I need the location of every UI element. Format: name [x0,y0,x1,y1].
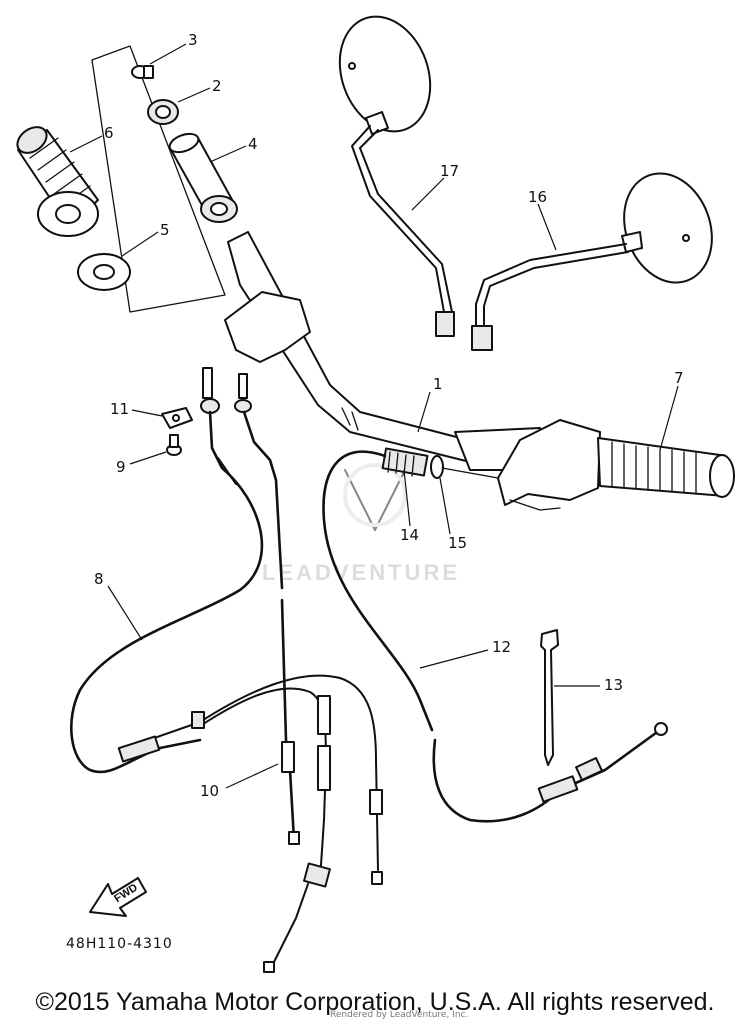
leader-4 [209,145,247,163]
throttle-cable-2-upper [242,410,284,590]
callout-6: 6 [104,124,114,142]
clutch-cable-fitting [537,722,668,803]
callout-5: 5 [160,221,170,239]
watermark-logo [343,463,407,531]
leader-16 [537,203,557,251]
callout-8: 8 [94,570,104,588]
callout-7: 7 [674,369,684,387]
cable-band [540,629,559,766]
callout-14: 14 [400,526,419,544]
cable-holder [161,407,193,429]
diagram-code: 48H110-4310 [66,936,173,952]
throttle-cable-1 [69,410,264,774]
callout-15: 15 [448,534,467,552]
throttle-cable-1-sleeve [217,457,237,485]
callout-10: 10 [200,782,219,800]
copyright-notice: ©2015 Yamaha Motor Corporation, U.S.A. A… [35,988,715,1016]
callout-13: 13 [604,676,623,694]
left-grip [16,126,99,237]
callout-16: 16 [528,188,547,206]
throttle-cable-junction [119,674,379,871]
rendered-by-credit: Rendered by LeadVenture, Inc. [330,1010,469,1020]
throttle-cable-2 [280,598,296,842]
right-grip [497,419,735,511]
leader-1 [417,391,431,433]
callout-12: 12 [492,638,511,656]
fwd-arrow-icon: FWD [89,877,147,917]
callout-2: 2 [212,77,222,95]
leader-10 [225,763,279,789]
handlebar [224,231,541,471]
leader-11 [131,409,163,417]
rear-view-mirror-left [338,15,455,337]
leader-17 [411,177,445,211]
leader-12 [419,649,489,669]
callout-9: 9 [116,458,126,476]
throttle-cable-top-fittings [200,367,252,414]
leader-9 [129,451,167,465]
leader-2 [177,87,211,103]
clutch-adjuster [381,447,499,479]
leader-6 [69,135,103,153]
grip-group-bracket [91,45,226,313]
leader-8 [107,585,143,641]
leader-14 [403,469,411,527]
callout-3: 3 [188,31,198,49]
throttle-cable-junction-2 [199,687,327,881]
grip-end-screw [131,65,154,79]
rear-view-mirror-right [471,172,713,351]
leader-5 [121,231,159,257]
clutch-cable [322,450,434,732]
callout-17: 17 [440,162,459,180]
callout-11: 11 [110,400,129,418]
throttle-grip [168,132,238,223]
throttle-cable-fittings [117,695,383,973]
washer [77,253,131,291]
grip-end-cap [147,99,179,125]
leader-15 [439,477,451,535]
leader-7 [659,385,679,451]
callout-4: 4 [248,135,258,153]
leader-3 [149,43,187,65]
screw [166,434,182,456]
callout-1: 1 [433,375,443,393]
watermark-text: LEADVENTURE [262,560,460,585]
